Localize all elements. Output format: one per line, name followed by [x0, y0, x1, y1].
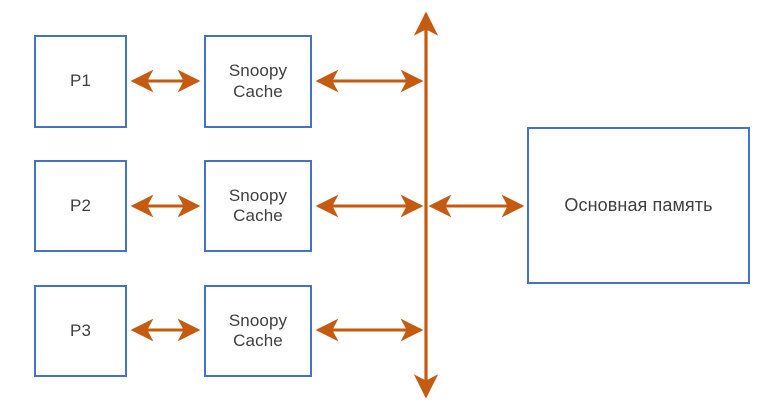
processor-label: P1 — [70, 71, 91, 91]
cache-box-3[interactable]: Snoopy Cache — [204, 285, 312, 377]
processor-label: P3 — [70, 320, 91, 340]
cache-box-1[interactable]: Snoopy Cache — [204, 35, 312, 128]
cache-box-2[interactable]: Snoopy Cache — [204, 160, 312, 252]
processor-box-p1[interactable]: P1 — [34, 35, 127, 128]
cache-label: Snoopy Cache — [228, 185, 288, 225]
main-memory-box[interactable]: Основная память — [527, 127, 750, 284]
cache-label: Snoopy Cache — [228, 61, 288, 101]
processor-box-p2[interactable]: P2 — [34, 160, 127, 252]
processor-label: P2 — [70, 195, 91, 215]
processor-box-p3[interactable]: P3 — [34, 285, 127, 377]
cache-label: Snoopy Cache — [228, 310, 288, 350]
main-memory-label: Основная память — [564, 194, 713, 215]
